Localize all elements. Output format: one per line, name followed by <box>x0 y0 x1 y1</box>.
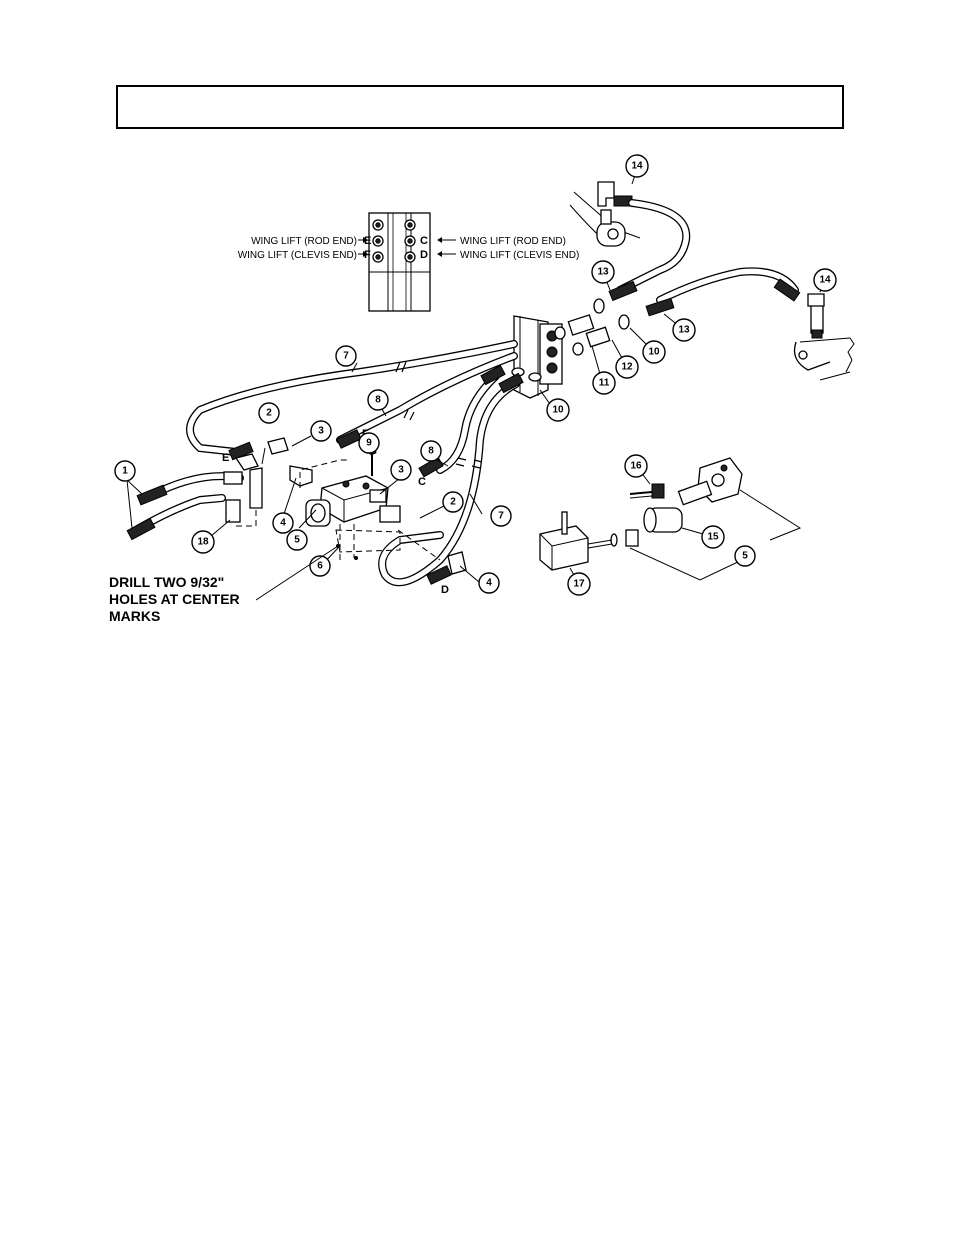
svg-text:3: 3 <box>398 465 404 476</box>
cylinder-hoses <box>608 199 801 317</box>
svg-text:12: 12 <box>621 362 633 373</box>
svg-text:10: 10 <box>648 347 660 358</box>
port-label-d: D <box>441 584 449 596</box>
callout-15: 15 <box>701 525 725 549</box>
callout-5b: 5 <box>734 545 756 567</box>
legend-d-port: D <box>420 249 428 261</box>
legend-e-port: E <box>364 235 371 247</box>
upper-cylinder <box>569 181 641 247</box>
drill-note-line-2: HOLES AT CENTER <box>109 591 240 607</box>
svg-text:5: 5 <box>742 551 748 562</box>
svg-text:2: 2 <box>450 497 456 508</box>
callout-1: 1 <box>114 460 136 482</box>
legend-f-port: F <box>364 249 371 261</box>
svg-text:8: 8 <box>375 395 381 406</box>
callout-10b: 10 <box>642 340 666 364</box>
callout-14b: 14 <box>813 268 837 292</box>
svg-text:17: 17 <box>573 579 585 590</box>
callout-8a: 8 <box>367 389 389 411</box>
legend-c-text: WING LIFT (ROD END) <box>460 236 566 247</box>
svg-text:5: 5 <box>294 535 300 546</box>
callout-2a: 2 <box>258 402 280 424</box>
drill-note-line-3: MARKS <box>109 608 160 624</box>
svg-text:8: 8 <box>428 446 434 457</box>
drill-note: DRILL TWO 9/32" HOLES AT CENTER MARKS <box>109 545 339 624</box>
svg-text:13: 13 <box>678 325 690 336</box>
legend-c-port: C <box>420 235 428 247</box>
svg-text:9: 9 <box>366 438 372 449</box>
svg-text:2: 2 <box>266 408 272 419</box>
callout-3a: 3 <box>310 420 332 442</box>
callout-2b: 2 <box>442 491 464 513</box>
callout-11: 11 <box>592 371 616 395</box>
main-hoses <box>186 340 524 587</box>
svg-text:18: 18 <box>197 537 209 548</box>
callout-10a: 10 <box>546 398 570 422</box>
svg-text:10: 10 <box>552 405 564 416</box>
port-label-e: E <box>222 452 229 464</box>
selector-valve <box>223 437 467 575</box>
tractor-hoses <box>126 472 244 541</box>
title-box <box>116 85 844 129</box>
callout-12: 12 <box>615 355 639 379</box>
valve-detail <box>539 457 802 581</box>
legend-f-text: WING LIFT (CLEVIS END) <box>238 250 357 261</box>
drill-note-line-1: DRILL TWO 9/32" <box>109 574 224 590</box>
right-cylinder <box>793 293 855 381</box>
port-label-c: C <box>418 476 426 488</box>
svg-text:4: 4 <box>486 578 492 589</box>
port-legend: WING LIFT (ROD END) E WING LIFT (CLEVIS … <box>238 212 579 312</box>
callout-4b: 4 <box>478 572 500 594</box>
callout-13b: 13 <box>672 318 696 342</box>
callout-17: 17 <box>567 572 591 596</box>
callout-7b: 7 <box>490 505 512 527</box>
callout-5a: 5 <box>286 529 308 551</box>
callout-9: 9 <box>358 432 380 454</box>
callout-3b: 3 <box>390 459 412 481</box>
svg-text:7: 7 <box>343 351 349 362</box>
svg-text:15: 15 <box>707 532 719 543</box>
svg-text:7: 7 <box>498 511 504 522</box>
svg-text:11: 11 <box>599 378 610 389</box>
legend-e-text: WING LIFT (ROD END) <box>251 236 357 247</box>
svg-text:1: 1 <box>122 466 128 477</box>
svg-text:14: 14 <box>819 275 831 286</box>
callout-7a: 7 <box>335 345 357 367</box>
callout-6: 6 <box>309 555 331 577</box>
svg-text:6: 6 <box>317 561 323 572</box>
callout-14a: 14 <box>625 154 649 178</box>
callout-13a: 13 <box>591 260 615 284</box>
svg-text:4: 4 <box>280 518 286 529</box>
callout-16: 16 <box>624 454 648 478</box>
callout-18: 18 <box>191 530 215 554</box>
svg-text:3: 3 <box>318 426 324 437</box>
svg-text:13: 13 <box>597 267 609 278</box>
legend-d-text: WING LIFT (CLEVIS END) <box>460 250 579 261</box>
callout-4a: 4 <box>272 512 294 534</box>
svg-text:14: 14 <box>631 161 643 172</box>
callout-8b: 8 <box>420 440 442 462</box>
svg-text:16: 16 <box>630 461 642 472</box>
